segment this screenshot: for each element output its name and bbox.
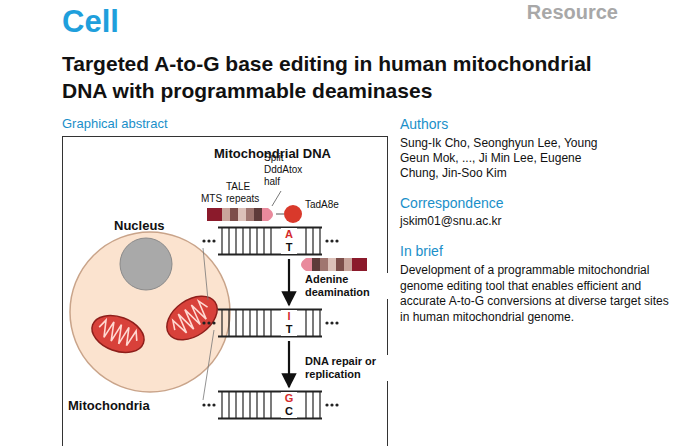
- diagram-heading: Mitochondrial DNA: [214, 146, 364, 162]
- part-label: TadA8e: [305, 199, 355, 211]
- process-arrow: [288, 341, 290, 387]
- cristae: [96, 318, 140, 350]
- base-pair-rung: [270, 228, 271, 254]
- split-dddatox-half: [262, 208, 273, 221]
- base-letter: C: [281, 405, 297, 418]
- mitochondrion: [87, 309, 149, 359]
- base-pair-rung: [228, 310, 229, 336]
- base-pair-rung: [221, 310, 222, 336]
- base-letter: A: [281, 228, 297, 241]
- summary-text: Development of a programmable mitochondr…: [400, 263, 672, 325]
- nucleus-shape: [120, 238, 172, 290]
- section-heading: Graphical abstract: [62, 116, 168, 132]
- mitochondrion-outer: [159, 287, 226, 349]
- base-pair-rung: [312, 310, 313, 336]
- base-letter: I: [281, 310, 297, 323]
- section-heading: In brief: [400, 243, 600, 260]
- author-list: Sung-Ik Cho, Seonghyun Lee, Young Geun M…: [400, 136, 612, 181]
- base-pair-rung: [249, 392, 250, 418]
- base-pair-rung: [263, 310, 264, 336]
- base-pair-rung: [305, 228, 306, 254]
- base-pair-rung: [249, 310, 250, 336]
- base-pair-rung: [242, 228, 243, 254]
- tale-repeat: [254, 208, 262, 221]
- base-pair-rung: [235, 310, 236, 336]
- edge-label: DNA repair or replication: [305, 355, 391, 381]
- part-label: Nucleus: [114, 218, 184, 234]
- dna-duplex: GC: [218, 390, 322, 420]
- tada8e-domain: [284, 205, 302, 223]
- tale-repeat: [238, 208, 246, 221]
- base-pair-rung: [270, 310, 271, 336]
- article-type: Resource: [500, 0, 618, 24]
- tale-repeat: [312, 258, 320, 271]
- section-heading: Authors: [400, 116, 600, 133]
- dna-ladder: [218, 308, 322, 338]
- process-arrow: [288, 259, 290, 305]
- edge-label: Adenine deamination: [305, 273, 391, 299]
- base-pair-rung: [256, 310, 257, 336]
- base-letter: T: [281, 323, 297, 336]
- base-pair-rung: [312, 392, 313, 418]
- cell-body: [70, 232, 230, 392]
- tale-repeat: [246, 208, 254, 221]
- tale-deaminase-bottom: [301, 258, 367, 271]
- linker: [276, 214, 284, 215]
- leader-line: [272, 191, 281, 206]
- journal-logo: Cell: [62, 4, 182, 40]
- base-pair-rung: [249, 228, 250, 254]
- base-letters: IT: [281, 310, 297, 336]
- split-dddatox-half: [301, 258, 312, 271]
- base-pair-rung: [305, 310, 306, 336]
- base-pair-rung: [319, 392, 320, 418]
- tale-repeat: [222, 208, 230, 221]
- dna-duplex: IT: [218, 308, 322, 338]
- base-pair-rung: [221, 228, 222, 254]
- zoom-line: [203, 248, 208, 300]
- base-pair-rung: [305, 392, 306, 418]
- tale-repeat: [230, 208, 238, 221]
- base-pair-rung: [235, 392, 236, 418]
- part-label: Mitochondria: [68, 398, 168, 414]
- dna-ladder: [218, 226, 322, 256]
- base-pair-rung: [242, 310, 243, 336]
- base-pair-rung: [263, 228, 264, 254]
- part-label: Split DddAtox half: [264, 152, 312, 188]
- base-pair-rung: [263, 392, 264, 418]
- tale-repeat: [336, 258, 344, 271]
- section-heading: Correspondence: [400, 195, 600, 212]
- base-pair-rung: [228, 392, 229, 418]
- base-letters: AT: [281, 228, 297, 254]
- dna-ladder: [218, 390, 322, 420]
- paper-title: Targeted A-to-G base editing in human mi…: [62, 50, 632, 104]
- part-label: TALE repeats: [226, 181, 268, 205]
- mitochondrion: [159, 287, 226, 349]
- base-letter: T: [281, 241, 297, 254]
- base-pair-rung: [270, 392, 271, 418]
- tale-repeat: [328, 258, 336, 271]
- base-pair-rung: [312, 228, 313, 254]
- email-address: jskim01@snu.ac.kr: [400, 214, 600, 229]
- base-letters: GC: [281, 392, 297, 418]
- mts-segment: [207, 208, 222, 221]
- base-pair-rung: [228, 228, 229, 254]
- cristae: [168, 298, 213, 338]
- base-pair-rung: [242, 392, 243, 418]
- mitochondrion-outer: [87, 309, 149, 359]
- base-letter: G: [281, 392, 297, 405]
- zoom-line: [203, 330, 214, 400]
- dna-duplex: AT: [218, 226, 322, 256]
- base-pair-rung: [221, 392, 222, 418]
- mts-segment: [352, 258, 367, 271]
- tale-repeat: [320, 258, 328, 271]
- base-pair-rung: [235, 228, 236, 254]
- base-pair-rung: [319, 228, 320, 254]
- base-pair-rung: [319, 310, 320, 336]
- base-pair-rung: [256, 228, 257, 254]
- base-pair-rung: [256, 392, 257, 418]
- tale-repeat: [344, 258, 352, 271]
- ellipsis-dots: [202, 239, 338, 406]
